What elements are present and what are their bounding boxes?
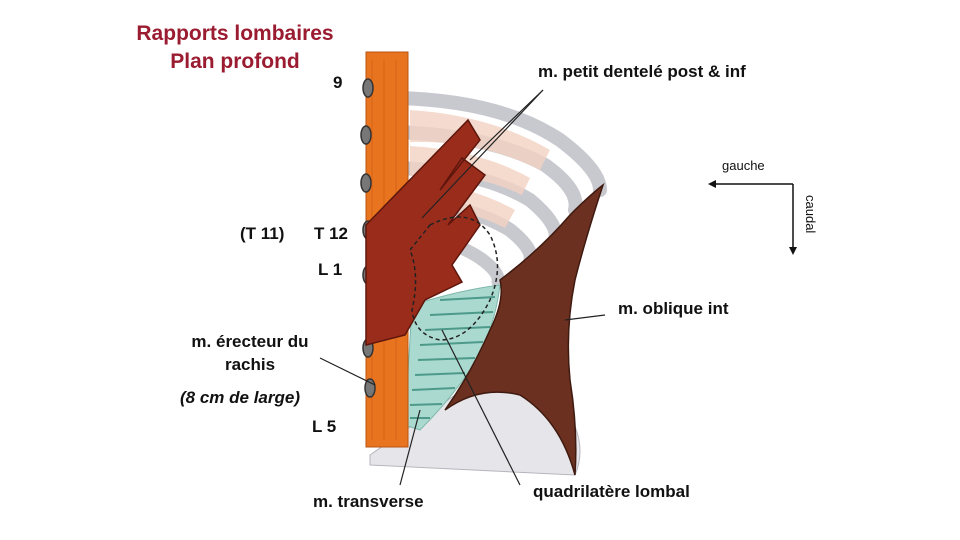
label-erecteur: m. érecteur du rachis (180, 330, 320, 376)
leader-lines (319, 89, 606, 486)
transversus-striations (409, 296, 496, 419)
vertebra-label-l1: L 1 (318, 260, 343, 279)
label-oblique-int: m. oblique int (618, 299, 729, 318)
label-erecteur-width: (8 cm de large) (180, 388, 300, 407)
orientation-label-gauche: gauche (722, 158, 765, 173)
vertebra-label-t11: (T 11) (240, 224, 285, 243)
serratus-posterior-inferior-muscle (365, 118, 487, 346)
vertebra-label-t12: T 12 (314, 224, 349, 243)
orientation-label-caudal: caudal (803, 195, 818, 234)
label-quadrilatere: quadrilatère lombal (533, 482, 690, 501)
vertebra-label-l5: L 5 (312, 417, 337, 436)
label-transverse: m. transverse (313, 492, 424, 511)
title-line-1: Rapports lombaires (136, 22, 334, 45)
label-erecteur-line-2: rachis (224, 355, 276, 374)
title-line-2: Plan profond (170, 50, 300, 73)
label-erecteur-line-1: m. érecteur du (191, 332, 309, 351)
internal-oblique-muscle (444, 182, 605, 476)
label-petit-dentele: m. petit dentelé post & inf (538, 62, 746, 81)
orientation-arrows (708, 180, 797, 255)
slide-title: Rapports lombaires Plan profond (100, 20, 370, 76)
lumbar-quadrilateral-outline (409, 216, 499, 341)
vertebra-label-9: 9 (333, 73, 343, 92)
